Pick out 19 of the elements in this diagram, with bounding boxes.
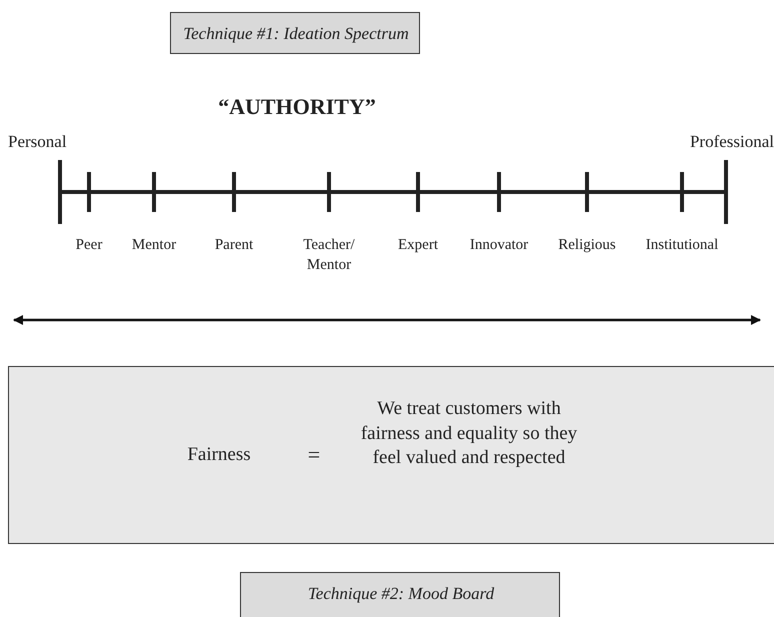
title-text: Technique #2: Mood Board xyxy=(306,583,496,605)
tick-label: Institutional xyxy=(644,236,720,255)
tick-label: Teacher/ Mentor xyxy=(302,236,356,274)
definition-panel xyxy=(8,366,774,544)
tick-label: Innovator xyxy=(468,236,530,255)
equals-sign: = xyxy=(306,441,322,469)
tick-label: Religious xyxy=(557,236,617,255)
definition-text: We treat customers with fairness and equality so they feel valued and respected xyxy=(360,397,578,470)
tick-label: Parent xyxy=(214,236,254,255)
heading-box xyxy=(240,572,560,617)
heading-box xyxy=(170,12,420,54)
heading-text: “AUTHORITY” xyxy=(217,93,377,121)
tick-label: Peer xyxy=(74,236,104,255)
tick-label: Expert xyxy=(397,236,439,255)
tick-label: Mentor xyxy=(130,236,178,255)
scale-end-label: Personal xyxy=(8,131,68,153)
term-text: Fairness xyxy=(186,443,252,467)
scale-end-label: Professional xyxy=(688,131,774,153)
title-text: Technique #1: Ideation Spectrum xyxy=(182,23,410,45)
